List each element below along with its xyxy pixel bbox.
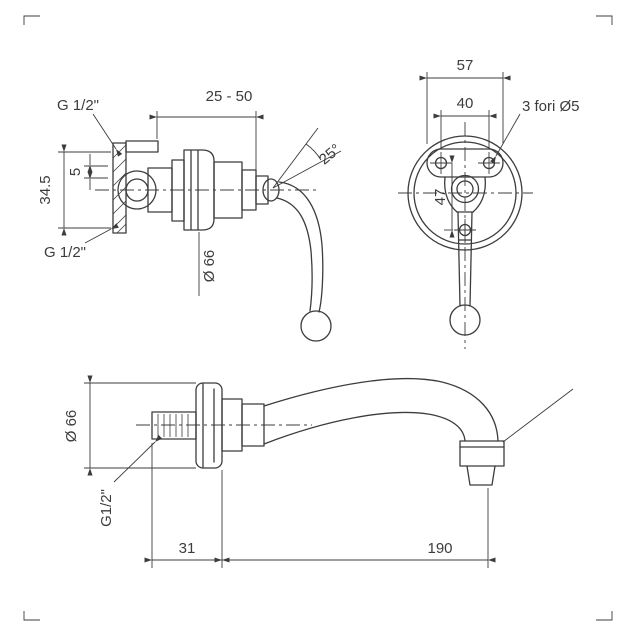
spout-tube: [263, 377, 499, 445]
stem-right: [469, 211, 473, 307]
view-valve-front: 57 40 3 fori Ø5 47: [398, 57, 580, 349]
dimension-label: 31: [179, 540, 196, 557]
cap-inner: [456, 180, 474, 198]
aerator: [459, 440, 505, 486]
handle-side: [262, 178, 332, 342]
bonnet-cap: [255, 175, 269, 205]
escutcheon-outer-circle: [407, 135, 523, 251]
dim-hole-spacing-h: 40: [433, 95, 497, 149]
tube-top-contour: [263, 377, 499, 442]
thread-label: G 1/2": [44, 244, 86, 261]
dim-depth-range: 25 - 50: [149, 88, 264, 172]
cartridge-outer: [117, 170, 157, 210]
screw-hole-bottom: [454, 219, 476, 241]
stem-left: [457, 211, 461, 307]
view-spout-side: Ø 66 G1/2" 31 190: [63, 375, 574, 568]
aerator-tip: [466, 465, 496, 486]
fork-right: [472, 176, 486, 213]
escutcheon: [183, 149, 215, 231]
leader-line: [92, 113, 123, 157]
note-label: 3 fori Ø5: [522, 98, 580, 115]
angle-indicator: 25°: [272, 127, 344, 189]
handle-front: [444, 174, 486, 336]
thread-lines: [157, 414, 189, 437]
holes-note: 3 fori Ø5: [490, 98, 580, 164]
dimension-label: Ø 66: [63, 410, 80, 443]
dim-bottom-chain: 31 190: [144, 443, 496, 568]
tube-bottom-contour: [263, 411, 466, 445]
wall-flange: [195, 382, 223, 469]
leader-line: [490, 113, 521, 164]
angle-line: [272, 127, 319, 189]
dimension-label: 40: [457, 95, 474, 112]
leader-line: [113, 434, 163, 483]
corner-mark: [596, 611, 613, 621]
dim-flange-diameter: Ø 66: [63, 375, 196, 476]
dimension-label: 190: [427, 540, 452, 557]
corner-mark: [596, 15, 613, 25]
dimension-label: 5: [67, 168, 84, 176]
handle-ball: [449, 304, 481, 336]
screw-holes: [430, 152, 500, 241]
label-thread-top: G 1/2": [57, 97, 123, 157]
dim-offset: 5: [67, 154, 108, 190]
dimension-label: 47: [432, 189, 449, 206]
spout-body: [221, 398, 265, 452]
leader-line: [84, 223, 119, 244]
lever-outer-curve: [278, 181, 324, 313]
corner-mark: [23, 611, 40, 621]
flange-base: [171, 159, 185, 222]
corner-mark: [23, 15, 40, 25]
leader-line: [502, 388, 574, 443]
dim-hole-spacing-v: 47: [432, 155, 455, 238]
label-thread: G1/2": [98, 434, 163, 527]
flange-outline: [195, 382, 223, 469]
dim-plate-height: 34.5: [37, 144, 111, 236]
mounting-bracket: [125, 140, 159, 153]
lever-inner-curve: [276, 197, 313, 312]
hatch-lines: [112, 144, 127, 234]
body-step: [241, 403, 265, 447]
dimension-label: 57: [457, 57, 474, 74]
dim-escutcheon-diameter: Ø 66: [198, 232, 218, 296]
thread-label: G 1/2": [57, 97, 99, 114]
angle-line: [272, 150, 342, 189]
thread-nipple: [151, 411, 197, 440]
mounting-plate: [426, 148, 504, 178]
corner-marks: [23, 15, 613, 621]
view-valve-side: 25° 25 - 50 G 1/2" 34.5 5 G 1/2: [37, 88, 344, 342]
dim-plate-width: 57: [419, 57, 511, 144]
handle-pivot: [262, 178, 280, 202]
dimension-label: 25 - 50: [206, 88, 253, 105]
wall-plate: [112, 140, 159, 234]
aerator-band: [459, 440, 505, 467]
angle-arc: [305, 143, 322, 161]
dimension-label: 34.5: [37, 175, 54, 204]
thread-label: G1/2": [98, 489, 115, 527]
valve-body: [147, 149, 269, 231]
handle-ball: [300, 310, 332, 342]
nipple-outline: [151, 411, 197, 440]
dimension-label: Ø 66: [201, 250, 218, 283]
screw-hole-left: [430, 152, 452, 174]
fork-left: [444, 176, 458, 213]
angle-label: 25°: [316, 141, 344, 169]
escutcheon-inner-circle: [413, 141, 517, 245]
label-thread-bottom: G 1/2": [44, 223, 119, 261]
